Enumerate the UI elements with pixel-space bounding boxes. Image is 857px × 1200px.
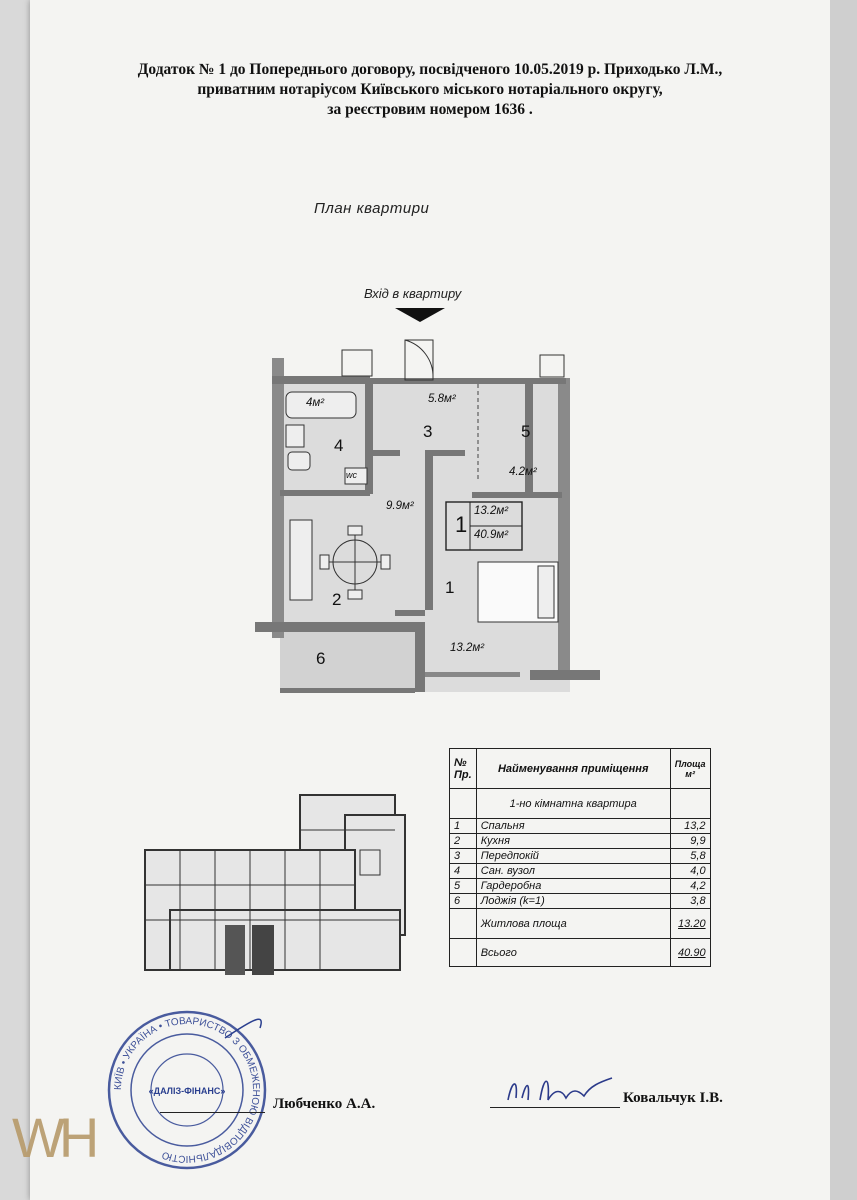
entry-label: Вхід в квартиру bbox=[364, 286, 462, 301]
table-subheader: 1-но кімнатна квартира bbox=[475, 788, 671, 819]
toilet-label: wc bbox=[346, 470, 357, 480]
row-name: Спальня bbox=[475, 818, 671, 834]
signatory-right-name: Ковальчук І.В. bbox=[623, 1090, 723, 1106]
background-edge bbox=[830, 0, 857, 1200]
stamp-center-text: «ДАЛІЗ-ФІНАНС» bbox=[149, 1086, 226, 1096]
row-no: 3 bbox=[449, 848, 477, 864]
row-area: 4,2 bbox=[669, 878, 711, 894]
row-no: 4 bbox=[449, 863, 477, 879]
entry-arrow-icon bbox=[395, 308, 445, 322]
row-name: Передпокій bbox=[475, 848, 671, 864]
row-name: Гардеробна bbox=[475, 878, 671, 894]
floor-overview-plan bbox=[144, 794, 406, 975]
row-area: 5,8 bbox=[669, 848, 711, 864]
living-value: 13.20 bbox=[669, 908, 711, 939]
row-no: 6 bbox=[449, 893, 477, 909]
table-subheader-area-empty bbox=[669, 788, 711, 819]
rooms-table: № Пр. Найменування приміщення Площа м² 1… bbox=[449, 748, 711, 967]
watermark-logo: WH bbox=[12, 1106, 99, 1169]
row-no: 5 bbox=[449, 878, 477, 894]
room-6-number: 6 bbox=[316, 649, 326, 668]
handwritten-signature bbox=[507, 1077, 613, 1101]
room-1-area: 13.2м² bbox=[450, 642, 485, 654]
apartment-plan bbox=[255, 308, 600, 693]
table-subheader-empty bbox=[449, 788, 477, 819]
row-no bbox=[449, 908, 477, 939]
table-header-no: № Пр. bbox=[449, 748, 477, 789]
row-area: 9,9 bbox=[669, 833, 711, 849]
row-name: Сан. вузол bbox=[475, 863, 671, 879]
header-line-2: приватним нотаріусом Київського міського… bbox=[197, 81, 663, 98]
room-2-area: 9.9м² bbox=[386, 500, 414, 512]
table-header-name: Найменування приміщення bbox=[475, 748, 671, 789]
table-row-living: Житлова площа 13.20 bbox=[449, 908, 711, 939]
row-area: 4,0 bbox=[669, 863, 711, 879]
signature-line-left bbox=[160, 1112, 265, 1113]
row-no bbox=[449, 938, 477, 967]
room-2-number: 2 bbox=[332, 590, 342, 609]
badge-room-count: 1 bbox=[455, 512, 468, 537]
row-area: 13,2 bbox=[669, 818, 711, 834]
badge-living-area: 13.2м² bbox=[474, 505, 509, 517]
room-3-area: 5.8м² bbox=[428, 393, 456, 405]
badge-total-area: 40.9м² bbox=[474, 529, 509, 541]
row-no: 1 bbox=[449, 818, 477, 834]
header-line-1: Додаток № 1 до Попереднього договору, по… bbox=[137, 61, 723, 78]
row-area: 3,8 bbox=[669, 893, 711, 909]
company-stamp: КИЇВ • УКРАЇНА • ТОВАРИСТВО З ОБМЕЖЕНОЮ … bbox=[107, 1010, 267, 1170]
row-name: Лоджія (k=1) bbox=[475, 893, 671, 909]
table-row-total: Всього 40.90 bbox=[449, 938, 711, 967]
header-line-3: за реєстровим номером 1636 . bbox=[327, 101, 533, 118]
room-4-number: 4 bbox=[334, 436, 344, 455]
total-value: 40.90 bbox=[669, 938, 711, 967]
document-header: Додаток № 1 до Попереднього договору, по… bbox=[30, 60, 830, 120]
room-4-area: 4м² bbox=[306, 397, 325, 409]
table-header-area: Площа м² bbox=[669, 748, 711, 789]
living-label: Житлова площа bbox=[475, 908, 671, 939]
signatory-left-name: Любченко А.А. bbox=[273, 1096, 376, 1112]
row-no: 2 bbox=[449, 833, 477, 849]
room-3-number: 3 bbox=[423, 422, 433, 441]
room-5-number: 5 bbox=[521, 422, 531, 441]
plan-title: План квартири bbox=[314, 200, 430, 217]
total-label: Всього bbox=[475, 938, 671, 967]
room-5-area: 4.2м² bbox=[509, 466, 537, 478]
row-name: Кухня bbox=[475, 833, 671, 849]
signature-line-right bbox=[490, 1107, 620, 1108]
room-1-number: 1 bbox=[445, 578, 455, 597]
